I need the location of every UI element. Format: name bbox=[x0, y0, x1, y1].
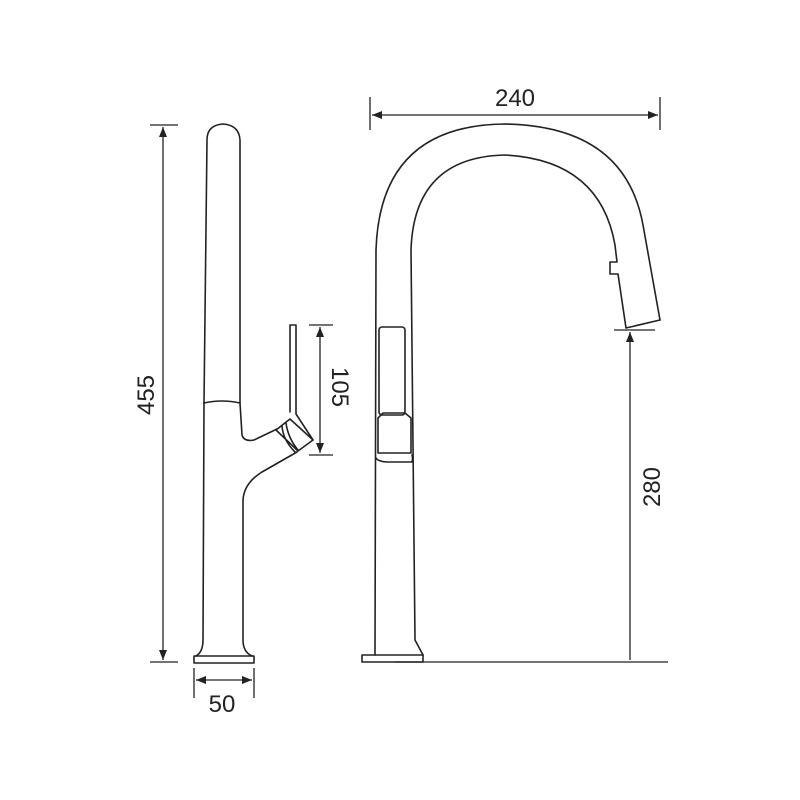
side-base bbox=[193, 655, 255, 664]
dimension-label-spout-reach: 240 bbox=[495, 85, 535, 112]
dimension-240: 240 bbox=[369, 85, 661, 130]
front-base bbox=[361, 654, 424, 663]
side-body-upper bbox=[203, 123, 241, 404]
front-view bbox=[361, 123, 668, 663]
dimension-label-spout-clearance: 280 bbox=[639, 467, 666, 507]
dimension-455: 455 bbox=[133, 124, 178, 663]
side-handle-cylinder bbox=[275, 418, 314, 453]
dimension-label-total-height: 455 bbox=[133, 375, 160, 415]
dimension-280: 280 bbox=[614, 329, 666, 660]
front-handle bbox=[378, 326, 406, 416]
dimension-105: 105 bbox=[309, 324, 353, 456]
front-spout-inner bbox=[410, 154, 661, 656]
front-handle-block bbox=[375, 412, 414, 463]
dimension-50: 50 bbox=[193, 668, 255, 718]
side-body-lower bbox=[195, 402, 298, 657]
side-body-divider bbox=[203, 400, 241, 404]
side-lever bbox=[289, 324, 314, 441]
dimension-label-handle-height: 105 bbox=[326, 367, 353, 407]
side-view bbox=[193, 123, 314, 664]
dimension-label-base-width: 50 bbox=[209, 691, 236, 718]
front-spout-outer bbox=[374, 123, 661, 656]
